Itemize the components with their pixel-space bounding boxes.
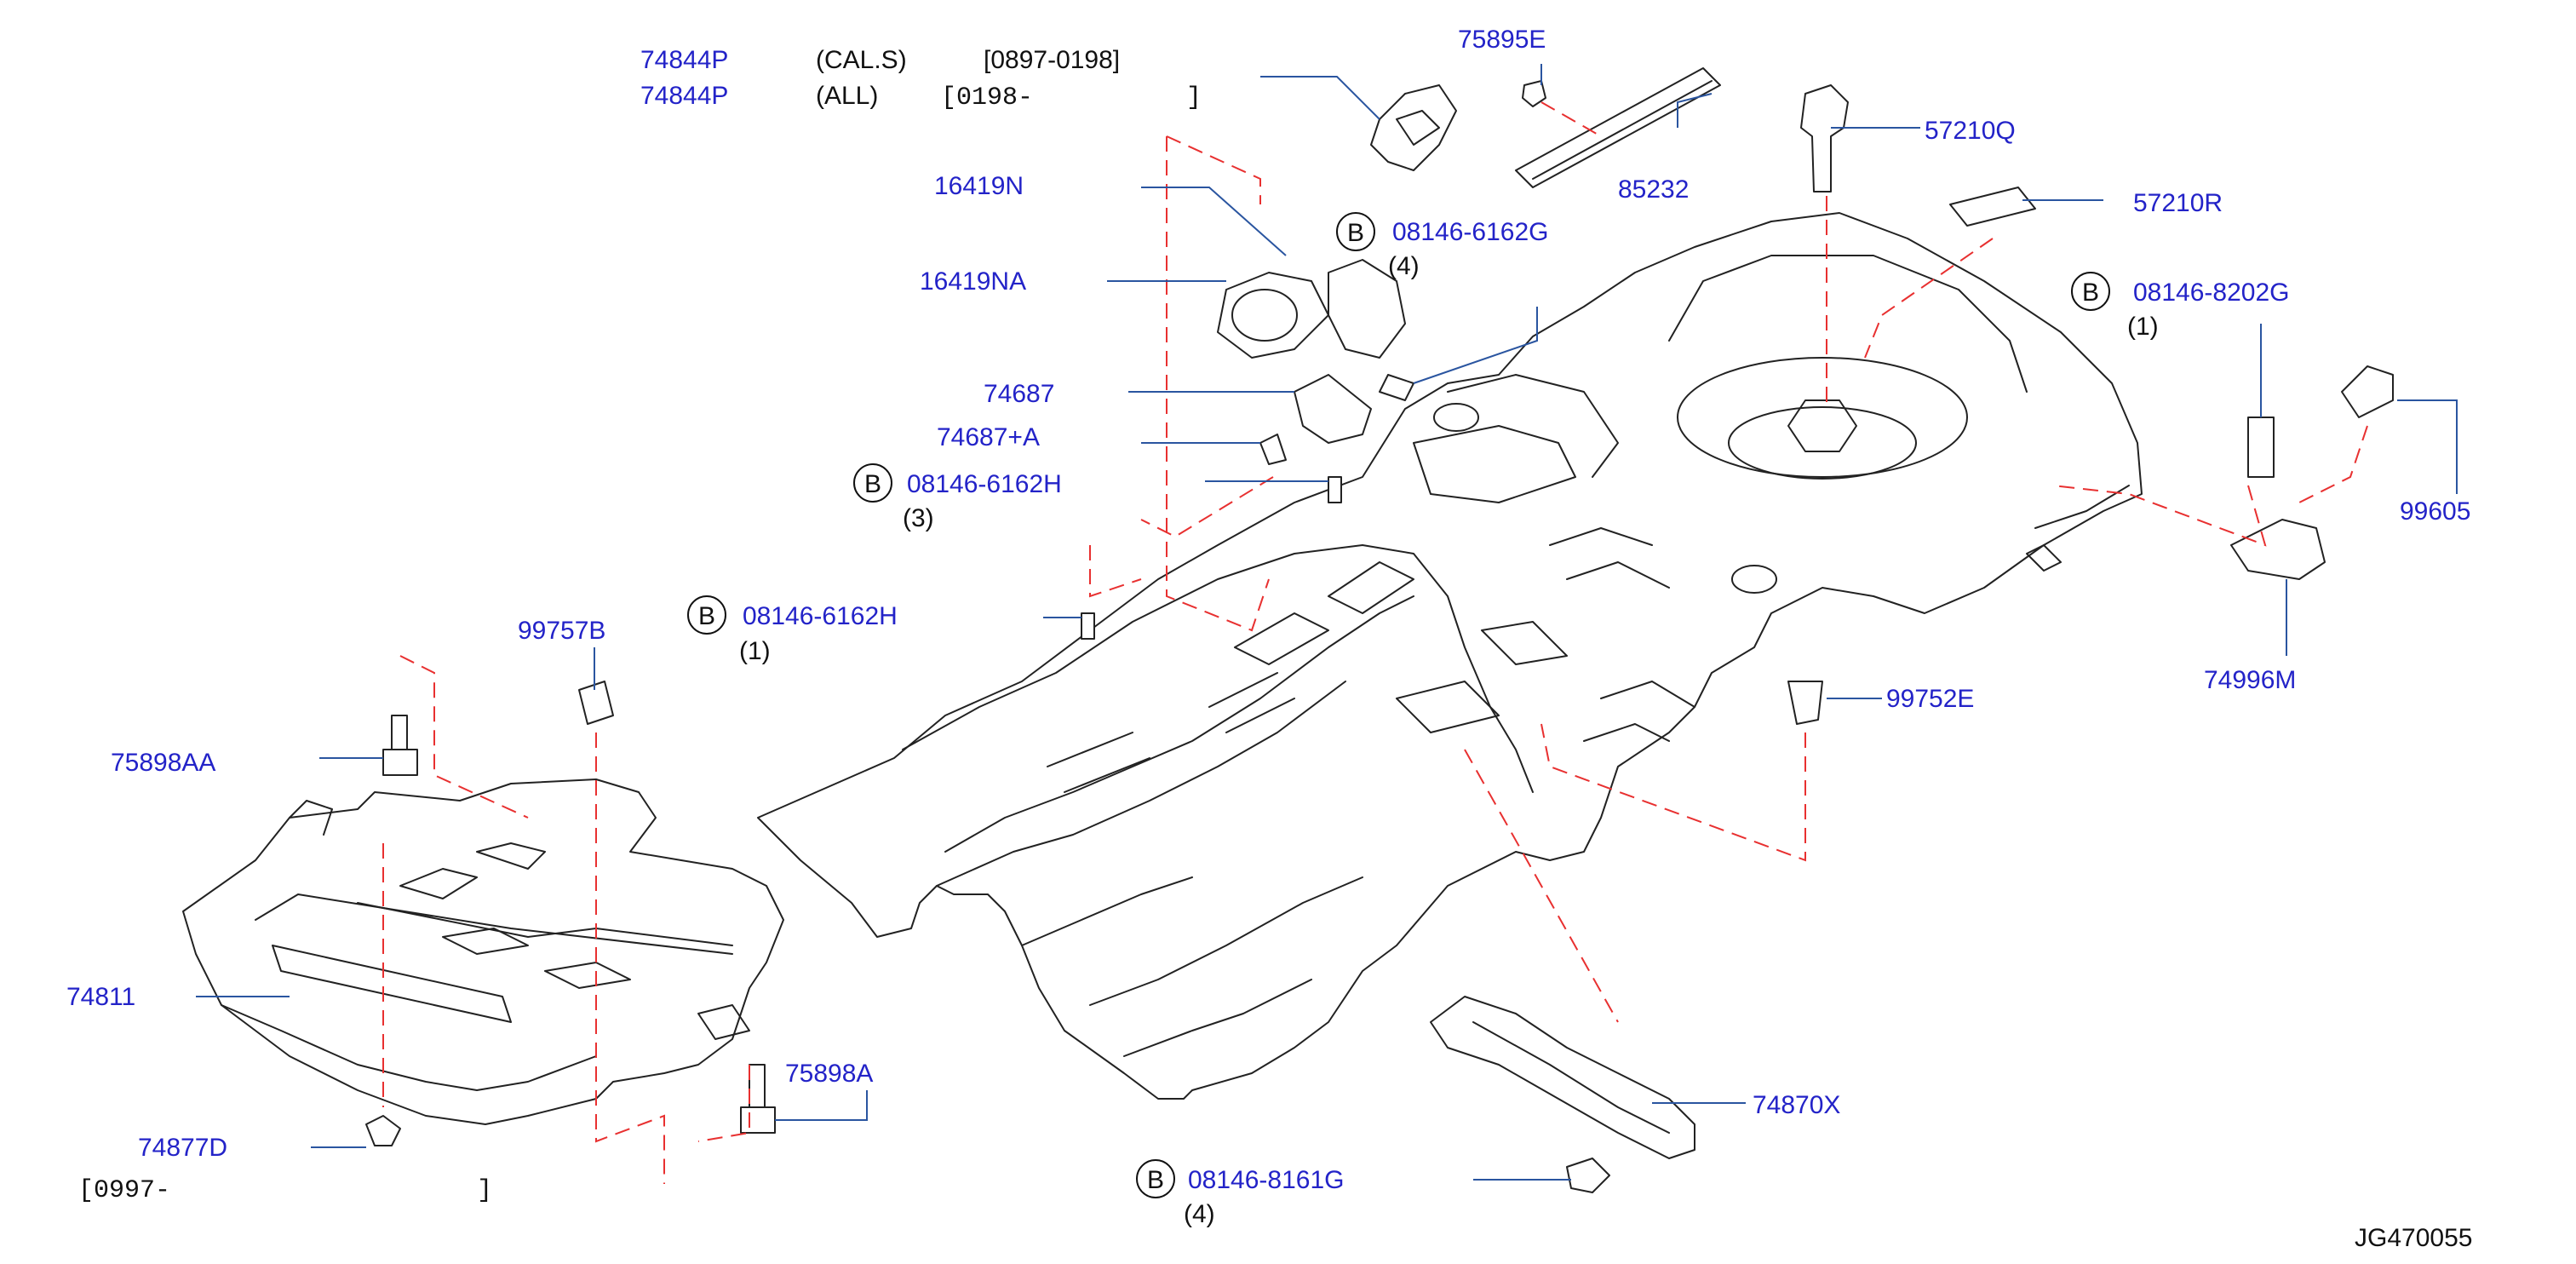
assembly-lines — [382, 101, 2368, 1184]
bolt-marker-circle — [1136, 1159, 1175, 1198]
part-date-range: [0198- ] — [941, 83, 1202, 112]
part-number: 08146-8202G — [2133, 279, 2290, 307]
part-number: 75898A — [785, 1060, 873, 1088]
part-number: 16419N — [934, 172, 1024, 200]
bolt-marker-label: B — [864, 470, 881, 498]
part-note: (CAL.S) — [816, 46, 907, 74]
under-cover-drawing — [182, 779, 784, 1125]
part-quantity: (4) — [1184, 1200, 1215, 1228]
part-number: 57210R — [2133, 189, 2223, 217]
bolt-marker-label: B — [1147, 1166, 1164, 1194]
part-number: 74844P — [640, 82, 728, 110]
part-note: (ALL) — [816, 82, 878, 110]
part-quantity: (1) — [2127, 313, 2159, 341]
bolt-markers: B B B B B — [687, 212, 2110, 1198]
part-number: 08146-6162H — [743, 602, 898, 630]
part-number: 99605 — [2400, 497, 2470, 526]
part-number: 74687 — [984, 380, 1054, 408]
part-number: 74996M — [2204, 666, 2296, 694]
bolt-marker-label: B — [1347, 219, 1364, 247]
bolt-marker-circle — [1336, 212, 1375, 251]
part-number: 74870X — [1753, 1091, 1840, 1119]
diagram-code: JG470055 — [2355, 1224, 2472, 1252]
part-date-range: [0897-0198] — [984, 46, 1120, 74]
part-number: 75898AA — [111, 749, 215, 777]
part-quantity: (4) — [1388, 252, 1420, 280]
leader-lines — [196, 64, 2458, 1181]
bolt-marker-circle — [853, 463, 892, 503]
part-number: 74877D — [138, 1134, 227, 1162]
bolt-marker-label: B — [2082, 279, 2099, 307]
part-number: 99752E — [1886, 685, 1974, 713]
small-parts-drawings — [365, 67, 2394, 1193]
part-number: 74811 — [66, 983, 135, 1011]
part-number: 08146-6162H — [907, 470, 1062, 498]
bolt-marker-circle — [2071, 272, 2110, 311]
part-number: 75895E — [1458, 26, 1546, 54]
part-quantity: (3) — [903, 504, 934, 532]
bolt-marker-circle — [687, 595, 726, 635]
part-number: 74844P — [640, 46, 728, 74]
floor-panel-drawing — [757, 212, 2143, 1100]
part-quantity: (1) — [739, 637, 771, 665]
callout-labels: 74844P (CAL.S) [0897-0198] 74844P (ALL) … — [66, 26, 2472, 1252]
part-number: 08146-8161G — [1188, 1166, 1345, 1194]
part-number: 74687+A — [937, 423, 1040, 451]
part-date-range: [0997- ] — [78, 1176, 492, 1205]
part-number: 16419NA — [920, 267, 1026, 296]
part-number: 99757B — [518, 617, 605, 645]
part-number: 08146-6162G — [1392, 218, 1549, 246]
bolt-marker-label: B — [698, 602, 715, 630]
part-number: 57210Q — [1925, 117, 2016, 145]
part-number: 85232 — [1618, 175, 1689, 204]
